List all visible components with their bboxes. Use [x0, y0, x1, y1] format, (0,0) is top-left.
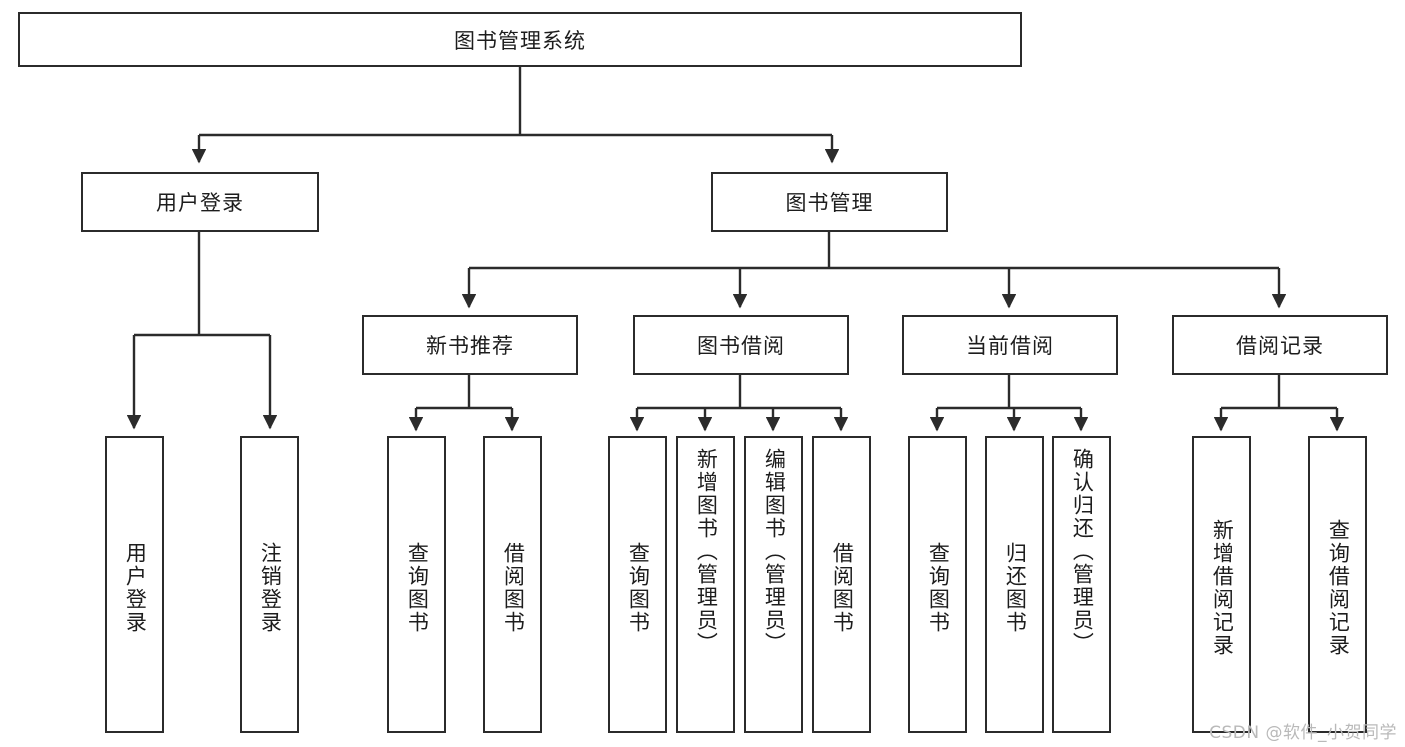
node-leaf-br-add-record-label: 新增借阅记录 — [1210, 518, 1235, 657]
node-leaf-cb-confirm-return-label: 确认归还（管理员） — [1070, 448, 1095, 655]
watermark-text: CSDN @软件_小贺同学 — [1209, 723, 1397, 743]
node-user-login[interactable]: 用户登录 — [81, 172, 319, 232]
leaf-text-wrap: 查询图书 — [924, 444, 952, 731]
node-borrow-record[interactable]: 借阅记录 — [1172, 315, 1388, 375]
node-leaf-br-add-record[interactable]: 新增借阅记录 — [1192, 436, 1251, 733]
node-leaf-rec-borrow-book[interactable]: 借阅图书 — [483, 436, 542, 733]
leaf-text-wrap: 查询图书 — [624, 444, 652, 731]
leaf-text-wrap: 查询借阅记录 — [1324, 444, 1352, 731]
leaf-text-wrap: 确认归还（管理员） — [1068, 444, 1096, 735]
leaf-text-wrap: 编辑图书（管理员） — [760, 444, 788, 735]
leaf-text-wrap: 注销登录 — [256, 444, 284, 731]
node-leaf-cb-confirm-return[interactable]: 确认归还（管理员） — [1052, 436, 1111, 733]
node-leaf-rec-borrow-book-label: 借阅图书 — [501, 541, 526, 634]
node-leaf-user-login[interactable]: 用户登录 — [105, 436, 164, 733]
leaf-text-wrap: 归还图书 — [1001, 444, 1029, 731]
node-leaf-cb-return-book[interactable]: 归还图书 — [985, 436, 1044, 733]
node-root[interactable]: 图书管理系统 — [18, 12, 1022, 67]
node-book-borrow-label: 图书借阅 — [697, 334, 785, 358]
leaf-text-wrap: 借阅图书 — [499, 444, 527, 731]
node-leaf-bb-query-book[interactable]: 查询图书 — [608, 436, 667, 733]
node-leaf-cb-query-book[interactable]: 查询图书 — [908, 436, 967, 733]
leaf-text-wrap: 查询图书 — [403, 444, 431, 731]
node-leaf-bb-edit-book[interactable]: 编辑图书（管理员） — [744, 436, 803, 733]
node-book-manage[interactable]: 图书管理 — [711, 172, 948, 232]
node-new-book-rec[interactable]: 新书推荐 — [362, 315, 578, 375]
node-borrow-record-label: 借阅记录 — [1236, 334, 1324, 358]
node-leaf-cb-return-book-label: 归还图书 — [1003, 541, 1028, 634]
node-leaf-br-query-record[interactable]: 查询借阅记录 — [1308, 436, 1367, 733]
node-leaf-bb-borrow-book[interactable]: 借阅图书 — [812, 436, 871, 733]
node-root-label: 图书管理系统 — [454, 28, 586, 53]
node-new-book-rec-label: 新书推荐 — [426, 334, 514, 358]
node-leaf-rec-query-book-label: 查询图书 — [405, 541, 430, 634]
leaf-text-wrap: 借阅图书 — [828, 444, 856, 731]
node-leaf-br-query-record-label: 查询借阅记录 — [1326, 518, 1351, 657]
node-leaf-user-logout[interactable]: 注销登录 — [240, 436, 299, 733]
leaf-text-wrap: 新增图书（管理员） — [692, 444, 720, 735]
node-leaf-bb-add-book-label: 新增图书（管理员） — [694, 448, 719, 655]
node-leaf-rec-query-book[interactable]: 查询图书 — [387, 436, 446, 733]
node-leaf-bb-add-book[interactable]: 新增图书（管理员） — [676, 436, 735, 733]
node-leaf-bb-query-book-label: 查询图书 — [626, 541, 651, 634]
leaf-text-wrap: 用户登录 — [121, 444, 149, 731]
node-book-manage-label: 图书管理 — [785, 191, 874, 215]
node-book-borrow[interactable]: 图书借阅 — [633, 315, 849, 375]
node-leaf-user-logout-label: 注销登录 — [258, 541, 283, 634]
node-leaf-cb-query-book-label: 查询图书 — [926, 541, 951, 634]
node-current-borrow-label: 当前借阅 — [966, 334, 1054, 358]
node-current-borrow[interactable]: 当前借阅 — [902, 315, 1118, 375]
node-leaf-bb-borrow-book-label: 借阅图书 — [830, 541, 855, 634]
node-leaf-bb-edit-book-label: 编辑图书（管理员） — [762, 448, 787, 655]
node-leaf-user-login-label: 用户登录 — [123, 541, 148, 634]
leaf-text-wrap: 新增借阅记录 — [1208, 444, 1236, 731]
node-user-login-label: 用户登录 — [156, 191, 244, 215]
